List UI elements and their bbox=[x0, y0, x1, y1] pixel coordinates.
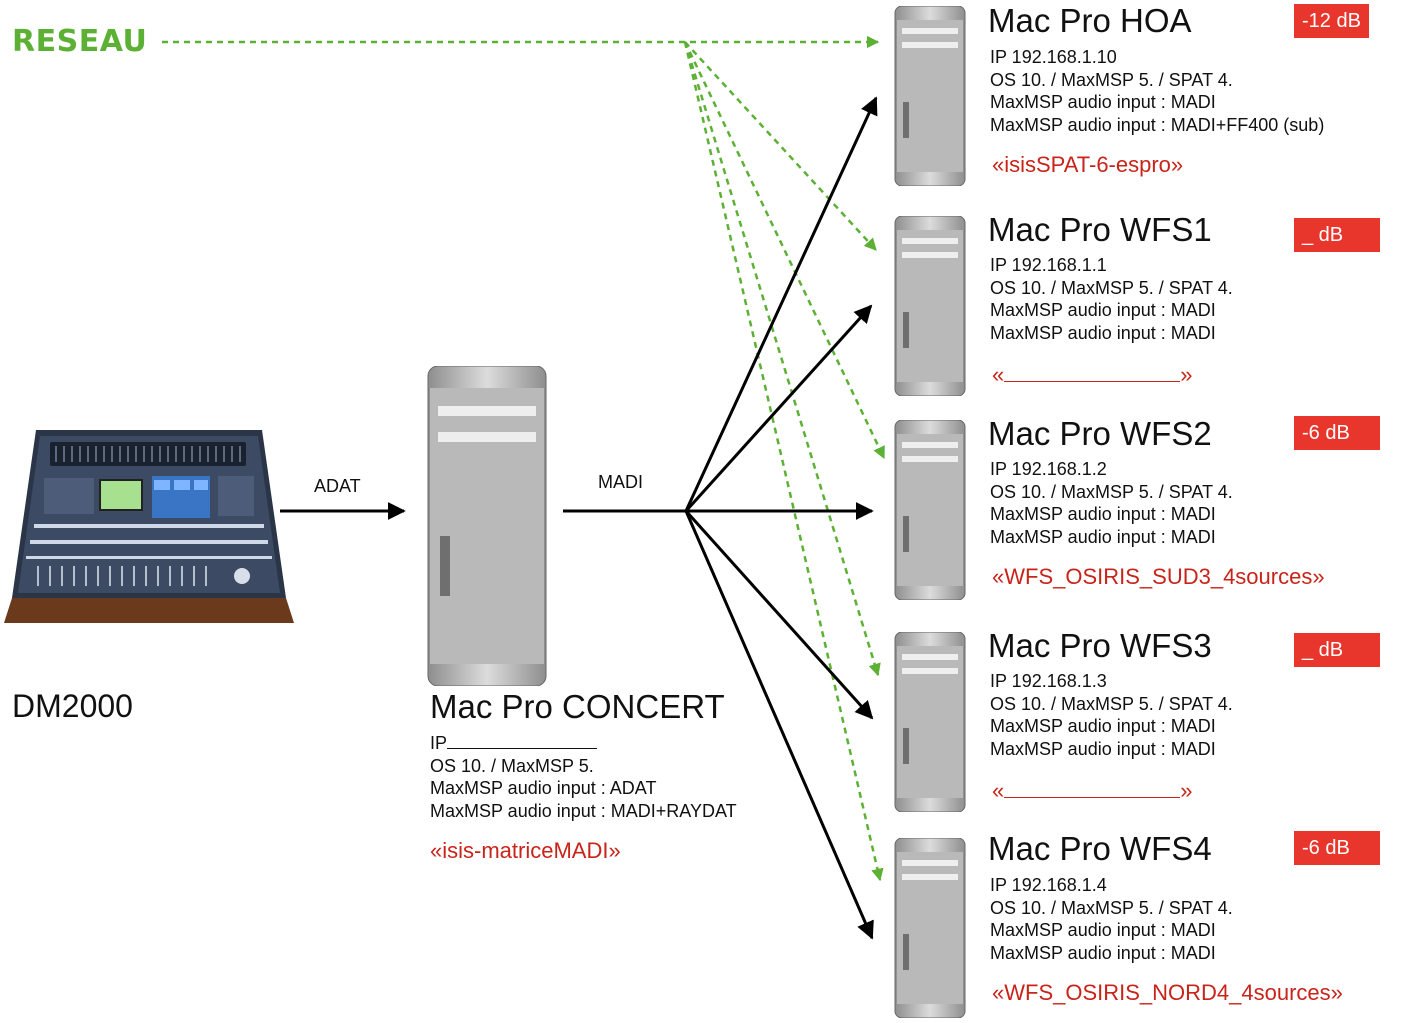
wfs2-title: Mac Pro WFS2 bbox=[988, 415, 1212, 452]
wfs1-preset-close: » bbox=[1180, 362, 1193, 387]
mac-pro-wfs3-tower-image bbox=[894, 632, 966, 812]
wfs2-input-2: MaxMSP audio input : MADI bbox=[990, 526, 1216, 547]
madi-arrow-wfs4 bbox=[684, 510, 874, 940]
concert-os: OS 10. / MaxMSP 5. bbox=[430, 755, 594, 776]
wfs1-title: Mac Pro WFS1 bbox=[988, 211, 1212, 248]
hoa-input-1: MaxMSP audio input : MADI bbox=[990, 92, 1216, 112]
wfs3-title: Mac Pro WFS3 bbox=[988, 627, 1212, 664]
mac-pro-wfs1-tower-image bbox=[894, 216, 966, 396]
concert-input-2: MaxMSP audio input : MADI+RAYDAT bbox=[430, 800, 737, 821]
wfs4-preset: «WFS_OSIRIS_NORD4_4sources» bbox=[992, 980, 1343, 1005]
wfs4-title: Mac Pro WFS4 bbox=[988, 830, 1212, 867]
adat-label: ADAT bbox=[314, 476, 361, 496]
wfs3-preset-blank bbox=[1004, 779, 1181, 798]
wfs1-specs: IP 192.168.1.1 OS 10. / MaxMSP 5. / SPAT… bbox=[990, 254, 1233, 344]
wfs4-specs: IP 192.168.1.4 OS 10. / MaxMSP 5. / SPAT… bbox=[990, 874, 1233, 964]
wfs1-preset-blank bbox=[1004, 363, 1181, 382]
mac-pro-concert-tower-image bbox=[427, 366, 547, 686]
wfs1-gain-badge: _ dB bbox=[1294, 218, 1380, 252]
mac-pro-hoa-tower-image bbox=[894, 6, 966, 186]
madi-label: MADI bbox=[598, 472, 643, 492]
concert-ip-label: IP bbox=[430, 733, 448, 753]
madi-arrow-wfs1 bbox=[684, 304, 873, 513]
wfs2-gain-badge: -6 dB bbox=[1294, 416, 1380, 450]
wfs1-preset: «» bbox=[992, 362, 1193, 388]
network-label: RESEAU bbox=[12, 24, 148, 59]
wfs1-preset-open: « bbox=[992, 362, 1005, 387]
wfs3-os: OS 10. / MaxMSP 5. / SPAT 4. bbox=[990, 693, 1233, 714]
wfs2-preset: «WFS_OSIRIS_SUD3_4sources» bbox=[992, 564, 1325, 589]
hoa-preset: «isisSPAT-6-espro» bbox=[992, 152, 1184, 177]
hoa-title: Mac Pro HOA bbox=[988, 2, 1192, 39]
wfs4-input-1: MaxMSP audio input : MADI bbox=[990, 920, 1216, 940]
wfs3-preset-open: « bbox=[992, 778, 1005, 803]
wfs1-ip: IP 192.168.1.1 bbox=[990, 255, 1107, 275]
madi-arrow-wfs3 bbox=[684, 509, 874, 720]
mac-pro-wfs4-tower-image bbox=[894, 838, 966, 1018]
wfs2-ip: IP 192.168.1.2 bbox=[990, 459, 1107, 479]
wfs3-specs: IP 192.168.1.3 OS 10. / MaxMSP 5. / SPAT… bbox=[990, 670, 1233, 760]
network-line-wfs4 bbox=[683, 41, 884, 882]
wfs3-preset: «» bbox=[992, 778, 1193, 804]
hoa-os: OS 10. / MaxMSP 5. / SPAT 4. bbox=[990, 69, 1233, 90]
concert-preset: «isis-matriceMADI» bbox=[430, 838, 621, 863]
wfs4-input-2: MaxMSP audio input : MADI bbox=[990, 942, 1216, 963]
wfs4-gain-badge: -6 dB bbox=[1294, 831, 1380, 865]
wfs3-gain-badge: _ dB bbox=[1294, 633, 1380, 667]
wfs4-os: OS 10. / MaxMSP 5. / SPAT 4. bbox=[990, 897, 1233, 918]
mixing-console-image bbox=[4, 430, 294, 623]
wfs1-input-1: MaxMSP audio input : MADI bbox=[990, 300, 1216, 320]
wfs4-ip: IP 192.168.1.4 bbox=[990, 875, 1107, 895]
wfs3-preset-close: » bbox=[1180, 778, 1193, 803]
mac-pro-wfs2-tower-image bbox=[894, 420, 966, 600]
wfs2-input-1: MaxMSP audio input : MADI bbox=[990, 504, 1216, 524]
hoa-input-2: MaxMSP audio input : MADI+FF400 (sub) bbox=[990, 114, 1325, 135]
concert-title: Mac Pro CONCERT bbox=[430, 688, 725, 725]
concert-ip-blank bbox=[447, 734, 598, 749]
wfs3-input-2: MaxMSP audio input : MADI bbox=[990, 738, 1216, 759]
hoa-gain-badge: -12 dB bbox=[1294, 4, 1369, 38]
concert-specs: IP OS 10. / MaxMSP 5. MaxMSP audio input… bbox=[430, 732, 737, 822]
wfs1-os: OS 10. / MaxMSP 5. / SPAT 4. bbox=[990, 277, 1233, 298]
hoa-specs: IP 192.168.1.10 OS 10. / MaxMSP 5. / SPA… bbox=[990, 46, 1324, 136]
wfs3-ip: IP 192.168.1.3 bbox=[990, 671, 1107, 691]
wfs3-input-1: MaxMSP audio input : MADI bbox=[990, 716, 1216, 736]
hoa-ip: IP 192.168.1.10 bbox=[990, 47, 1117, 67]
network-line-wfs2 bbox=[683, 41, 886, 460]
madi-arrow-hoa bbox=[684, 96, 878, 512]
wfs2-os: OS 10. / MaxMSP 5. / SPAT 4. bbox=[990, 481, 1233, 502]
wfs1-input-2: MaxMSP audio input : MADI bbox=[990, 322, 1216, 343]
concert-input-1: MaxMSP audio input : ADAT bbox=[430, 778, 657, 798]
wfs2-specs: IP 192.168.1.2 OS 10. / MaxMSP 5. / SPAT… bbox=[990, 458, 1233, 548]
network-line-wfs1 bbox=[684, 41, 877, 251]
network-line-wfs3 bbox=[683, 41, 881, 677]
console-label: DM2000 bbox=[12, 688, 133, 724]
